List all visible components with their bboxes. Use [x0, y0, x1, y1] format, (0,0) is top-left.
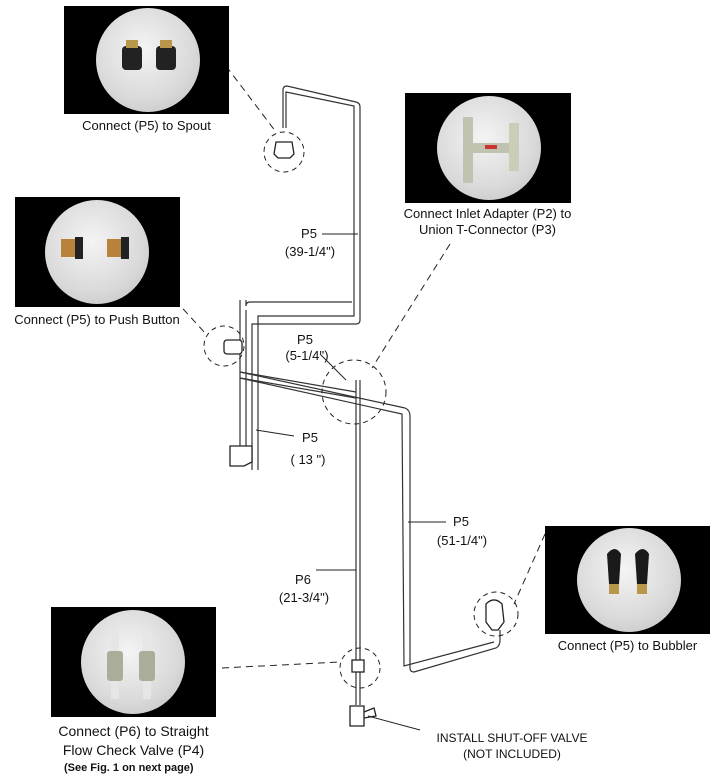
elbow-fitting-icon [229, 445, 253, 467]
push-button-fitting-icon [223, 339, 243, 355]
caption-check-line2: Flow Check Valve (P4) [62, 742, 205, 758]
label-p5-bubbler-name: P5 [453, 514, 469, 529]
caption-inlet-line2: Union T-Connector (P3) [418, 222, 557, 237]
valve-callout-line1: INSTALL SHUT-OFF VALVE [436, 731, 588, 745]
label-p5-spout-name: P5 [301, 226, 317, 241]
caption-push: Connect (P5) to Push Button [14, 312, 180, 327]
caption-inlet-line1: Connect Inlet Adapter (P2) to [403, 206, 572, 221]
check-valve-photo-icon [107, 629, 155, 699]
photo-check-valve [51, 607, 216, 717]
spout-fitting-icon [273, 141, 295, 159]
bubbler-connectors-icon [607, 549, 649, 594]
check-valve-icon [351, 659, 365, 673]
spout-connectors-icon [122, 40, 176, 70]
push-button-connectors-icon [61, 237, 129, 259]
tube-p5-short [245, 300, 352, 307]
tube-p5-spout-inner [257, 91, 355, 470]
label-p5-push-length: ( 13 ") [290, 452, 326, 467]
photo-bubbler [545, 526, 710, 634]
valve-callout-line2: (NOT INCLUDED) [463, 747, 561, 761]
spout-callout-circle [263, 131, 305, 173]
label-p6-name: P6 [295, 572, 311, 587]
label-p5-short-length: (5-1/4'') [285, 348, 329, 363]
label-p6-length: (21-3/4") [278, 590, 330, 605]
photo-spout [64, 6, 229, 114]
push-callout-circle [203, 325, 245, 367]
tube-p5-spout [251, 85, 361, 470]
shutoff-valve-icon [349, 705, 377, 727]
tee-connector-icon [463, 117, 519, 183]
bubbler-callout-circle [473, 591, 519, 637]
label-p5-short-name: P5 [297, 332, 313, 347]
label-p5-spout-length: (39-1/4") [284, 244, 336, 259]
caption-spout: Connect (P5) to Spout [82, 118, 211, 133]
tee-callout-circle [321, 359, 387, 425]
label-p5-bubbler-length: (51-1/4") [436, 533, 488, 548]
caption-check-note: (See Fig. 1 on next page) [64, 762, 194, 774]
label-p5-push-name: P5 [302, 430, 318, 445]
photo-inlet [405, 93, 571, 203]
caption-check-line1: Connect (P6) to Straight [58, 723, 209, 739]
photo-push [15, 197, 180, 307]
check-callout-circle [339, 647, 381, 689]
bubbler-fitting-icon [485, 599, 505, 631]
caption-bubbler: Connect (P5) to Bubbler [557, 638, 698, 653]
